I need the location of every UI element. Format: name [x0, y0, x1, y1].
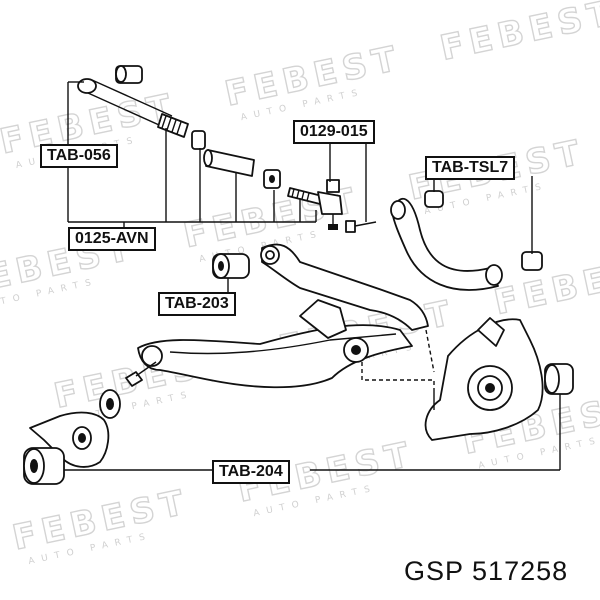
knuckle-upper-ear [477, 317, 505, 347]
tab-204-bushing-hole [30, 459, 38, 473]
label-tab-tsl7: TAB-TSL7 [425, 156, 516, 180]
cam-washer-hole [106, 398, 114, 410]
bushing-upper-2 [191, 130, 206, 150]
label-0125-avn: 0125-AVN [68, 227, 156, 251]
link-rod-outline-bottom [87, 92, 169, 130]
tsl7-bushing-top [424, 190, 444, 208]
tsl7-bushing-bottom [521, 251, 543, 271]
bolt-upper [345, 220, 377, 233]
trailing-link-eye-rear [485, 264, 503, 286]
bushing-upper-3-hole [269, 175, 275, 183]
lower-control-arm [137, 299, 413, 389]
hub-center [485, 383, 495, 393]
upper-arm-eye-inner [265, 250, 275, 260]
cam-bolt-head [125, 371, 143, 387]
knuckle-bushing-face [544, 364, 560, 394]
tab-204-bracket [29, 411, 110, 468]
trailing-link-eye-front [390, 200, 406, 220]
dashed-guide-bolt [425, 329, 435, 373]
bolt-head [345, 220, 356, 233]
watermark-brand: FEBEST [437, 0, 600, 69]
ball-joint [287, 179, 343, 230]
leader-lines [64, 81, 561, 471]
dashed-guide-arm-knuckle [361, 362, 435, 392]
label-tab-203: TAB-203 [158, 292, 236, 316]
knuckle-hub [424, 317, 574, 441]
link-thread-marks [161, 115, 182, 135]
tab-203-bushing-hole [218, 261, 224, 271]
tab-204-bracket-hole-inner [78, 433, 86, 443]
label-tab-056: TAB-056 [40, 144, 118, 168]
lower-arm-eye-right-hole [351, 345, 361, 355]
upper-control-arm [212, 243, 429, 331]
cam-bolt-assembly [99, 361, 157, 419]
bushing-upper-1-face [115, 65, 127, 83]
trailing-link [390, 190, 543, 291]
ball-joint-housing [317, 191, 343, 215]
label-0129-015: 0129-015 [293, 120, 375, 144]
ball-joint-cap [326, 179, 340, 193]
lower-arm-ridge [169, 333, 397, 355]
ball-joint-thread [291, 188, 310, 202]
cam-bolt-shaft [135, 361, 157, 377]
lower-arm-body [137, 324, 413, 389]
lower-arm-bracket [299, 299, 347, 339]
bolt-shaft [354, 221, 377, 227]
link-threaded-end [157, 113, 189, 138]
link-rod-outline-top [91, 79, 173, 117]
sleeve-tube [205, 149, 255, 177]
upper-bushings [115, 65, 281, 189]
lower-arm-eye-left [141, 345, 163, 367]
label-tab-204: TAB-204 [212, 460, 290, 484]
tab-204-parts [23, 411, 110, 485]
watermark-brand: FEBEST [491, 247, 600, 323]
sleeve-tube-end [203, 149, 213, 167]
part-number-footer: GSP 517258 [404, 556, 569, 586]
upper-lateral-link [77, 78, 189, 138]
ball-joint-nut [328, 224, 338, 230]
upper-arm-body [261, 243, 429, 331]
